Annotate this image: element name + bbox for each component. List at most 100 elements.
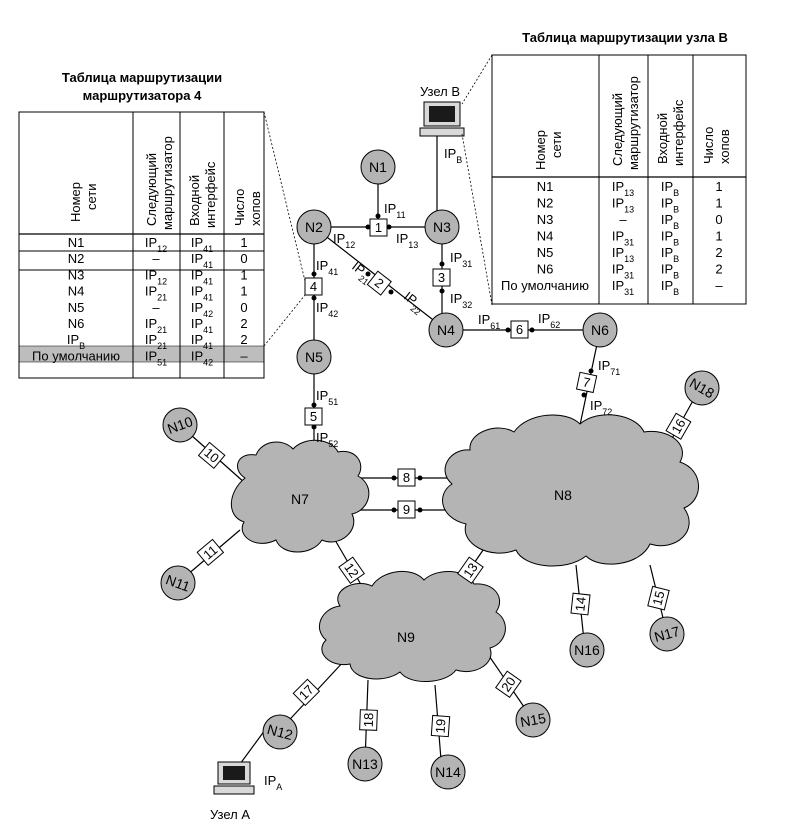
table-r4-row3-hops: 1 [240, 267, 247, 282]
table-r4-row3-iface: IP41 [191, 267, 213, 286]
table-r4-row5-hops: 0 [240, 300, 247, 315]
label-ip61: IP61 [478, 312, 500, 331]
svg-text:19: 19 [433, 718, 449, 733]
table-b-row2-hops: 1 [715, 196, 722, 211]
table-b-row5-next: IP13 [612, 245, 634, 264]
node-n1: N1 [360, 149, 396, 185]
table-r4-row5-next: – [152, 300, 160, 315]
table-b-row2-iface: IPВ [661, 196, 679, 215]
label-ip21: IP21 [347, 259, 376, 288]
node-n2: N2 [296, 209, 332, 245]
table-r4-row6-hops: 2 [240, 316, 247, 331]
router-15: 15 [647, 585, 670, 611]
table-r4-row2-net: N2 [68, 251, 85, 266]
table-r4-row8-net: По умолчанию [32, 348, 120, 363]
node-n11: N11 [160, 565, 196, 601]
router-1: 1 [369, 218, 388, 237]
label-ip42: IP42 [316, 300, 338, 319]
svg-text:20: 20 [498, 674, 519, 694]
table-r4-row3-net: N3 [68, 267, 85, 282]
svg-text:15: 15 [649, 589, 667, 607]
table-r4-row7-iface: IP41 [191, 332, 213, 351]
svg-text:N3: N3 [433, 219, 451, 235]
host-a-label: Узел А [210, 807, 250, 822]
table-r4-row8-hops: – [240, 348, 248, 363]
router-20: 20 [495, 670, 522, 699]
host-b: Узел В [419, 84, 465, 137]
svg-text:N14: N14 [435, 764, 461, 780]
table-r4-row4-net: N4 [68, 284, 85, 299]
table-r4-row5-net: N5 [68, 300, 85, 315]
host-a: Узел А [210, 761, 255, 822]
svg-text:4: 4 [310, 279, 317, 294]
table-b-row3-hops: 0 [715, 212, 722, 227]
svg-text:1: 1 [375, 220, 382, 235]
label-ip52: IP52 [316, 430, 338, 449]
table-r4-row7-hops: 2 [240, 332, 247, 347]
table-r4-row8-iface: IP42 [191, 348, 213, 367]
svg-text:16: 16 [668, 416, 688, 436]
label-ip11: IP11 [384, 201, 406, 220]
table-b-row5-iface: IPВ [661, 245, 679, 264]
label-ip72: IP72 [590, 398, 612, 417]
table-r4-row1-net: N1 [68, 235, 85, 250]
svg-text:интерфейс: интерфейс [671, 99, 686, 166]
cloud-n8: N8 [442, 414, 699, 567]
svg-text:N13: N13 [352, 756, 378, 772]
routing-table-router4: Таблица маршрутизации маршрутизатора 4 Н… [18, 70, 265, 379]
computer-icon [419, 101, 465, 137]
svg-text:6: 6 [516, 322, 523, 337]
svg-text:сети: сети [549, 131, 564, 158]
svg-text:Входной: Входной [187, 175, 202, 226]
table-b-row3-iface: IPВ [661, 212, 679, 231]
node-n13: N13 [347, 746, 383, 782]
table-r4-row2-hops: 0 [240, 251, 247, 266]
router-10: 10 [197, 441, 226, 470]
table-r4-title-line1: Таблица маршрутизации [62, 70, 222, 85]
svg-text:Число: Число [701, 127, 716, 164]
svg-text:7: 7 [582, 374, 592, 390]
computer-icon [213, 761, 255, 795]
node-n10: N10 [162, 407, 198, 443]
cloud-n9: N9 [319, 570, 506, 683]
label-ip22: IP22 [399, 289, 428, 318]
router-11: 11 [196, 538, 225, 567]
node-label-n9: N9 [397, 629, 415, 645]
router-2: 2 [366, 270, 392, 296]
router-3: 3 [432, 268, 451, 287]
svg-text:13: 13 [460, 560, 481, 580]
table-r4-row7-next: IP21 [145, 332, 167, 351]
svg-text:N15: N15 [519, 710, 547, 730]
svg-text:3: 3 [438, 270, 445, 285]
svg-text:N17: N17 [653, 623, 682, 645]
table-b-row7-hops: – [715, 278, 723, 293]
router-7: 7 [575, 371, 598, 394]
table-r4-header: Номер сети Следующий маршрутизатор Входн… [68, 136, 263, 230]
table-b-row1-hops: 1 [715, 179, 722, 194]
table-b-row3-net: N3 [537, 212, 554, 227]
svg-text:14: 14 [572, 596, 588, 612]
table-b-row4-next: IP31 [612, 229, 634, 248]
svg-text:12: 12 [341, 560, 362, 580]
table-r4-row3-next: IP12 [145, 267, 167, 286]
highlight-row [19, 346, 264, 362]
table-r4-title-line2: маршрутизатора 4 [83, 88, 202, 103]
table-b-row4-net: N4 [537, 229, 554, 244]
table-b-header: Номер сети Следующий маршрутизатор Входн… [533, 76, 732, 170]
label-ip32: IP32 [450, 291, 472, 310]
svg-text:хопов: хопов [248, 191, 263, 226]
interface-dots [311, 213, 594, 513]
node-n3: N3 [424, 209, 460, 245]
svg-text:N2: N2 [305, 219, 323, 235]
label-ip71: IP71 [598, 358, 620, 377]
label-ip51: IP51 [316, 388, 338, 407]
table-r4-row4-iface: IP41 [191, 284, 213, 303]
node-n6: N6 [582, 312, 618, 348]
router-8: 8 [397, 468, 416, 487]
svg-text:Входной: Входной [655, 113, 670, 164]
table-b-row3-next: – [619, 212, 627, 227]
svg-text:N12: N12 [266, 721, 295, 743]
table-b-row7-iface: IPВ [661, 278, 679, 297]
